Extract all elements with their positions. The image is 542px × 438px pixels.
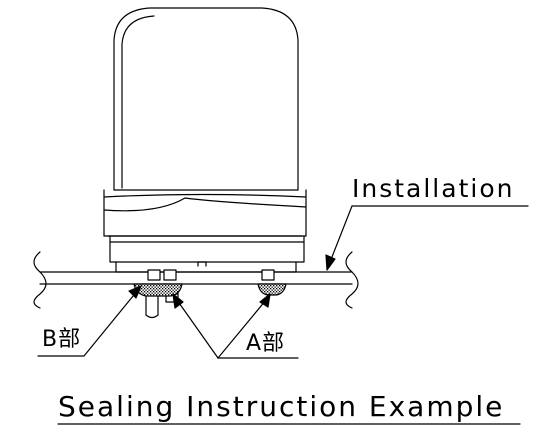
light-base [103, 189, 307, 273]
label-underlines [37, 355, 521, 425]
part-a-label: A部 [246, 331, 286, 356]
leader-arrows [83, 205, 529, 359]
mounting-plate [33, 251, 359, 309]
diagram-title: Sealing Instruction Example [58, 390, 505, 423]
seal-area-a [257, 283, 287, 296]
light-dome [113, 7, 299, 191]
installation-label: Installation [352, 174, 515, 203]
part-b-label: B部 [42, 327, 82, 352]
